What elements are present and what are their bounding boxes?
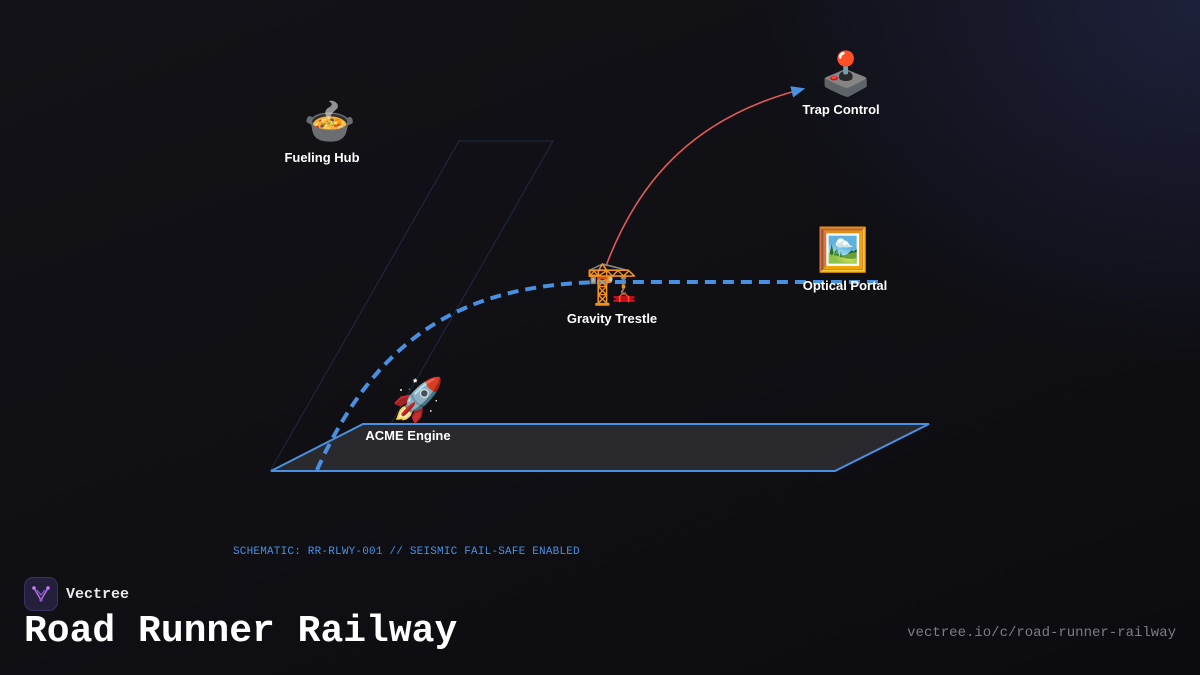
- rocket-icon: 🚀: [391, 375, 445, 424]
- node-label: Gravity Trestle: [566, 311, 658, 326]
- node-label: Trap Control: [802, 102, 880, 117]
- joystick-icon: 🕹️: [819, 49, 873, 98]
- node-trap-control[interactable]: 🕹️ Trap Control: [802, 49, 879, 118]
- node-label: Optical Portal: [802, 278, 888, 293]
- node-optical-portal[interactable]: 🖼️ Optical Portal: [799, 225, 888, 294]
- brand[interactable]: Vectree: [24, 577, 129, 611]
- vectree-logo-icon: [24, 577, 58, 611]
- framed-picture-icon: 🖼️: [816, 225, 870, 274]
- node-acme-engine[interactable]: 🚀 ACME Engine: [365, 375, 450, 444]
- schematic-note: SCHEMATIC: RR-RLWY-001 // SEISMIC FAIL-S…: [233, 546, 580, 558]
- node-label: ACME Engine: [365, 428, 451, 443]
- page-url[interactable]: vectree.io/c/road-runner-railway: [907, 625, 1176, 641]
- node-label: Fueling Hub: [284, 150, 360, 165]
- construction-crane-icon: 🏗️: [585, 258, 639, 307]
- page-title: Road Runner Railway: [24, 610, 458, 653]
- trestle-to-trap-arrow: [605, 86, 806, 267]
- node-fueling-hub[interactable]: 🍲 Fueling Hub: [284, 97, 359, 166]
- railway-dashed-path: [315, 280, 882, 471]
- ground-platform: [270, 423, 930, 472]
- node-gravity-trestle[interactable]: 🏗️ Gravity Trestle: [566, 258, 658, 327]
- brand-name: Vectree: [66, 585, 130, 603]
- curry-pot-icon: 🍲: [303, 97, 357, 146]
